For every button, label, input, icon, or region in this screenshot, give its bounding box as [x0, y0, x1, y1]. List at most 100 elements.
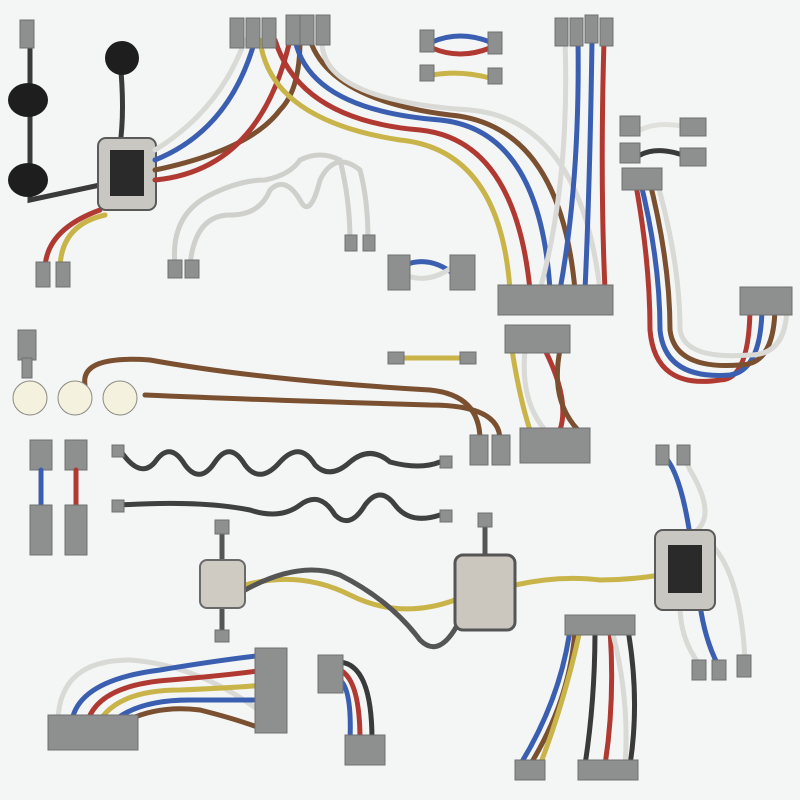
black-plug: [8, 163, 48, 197]
connector: [214, 629, 230, 643]
white-wire: [537, 37, 569, 293]
bottom-left-bundle: [47, 647, 288, 751]
connector: [691, 659, 707, 681]
middle-small-bundle: [504, 324, 591, 464]
connector: [387, 351, 405, 365]
black-wire: [337, 659, 375, 743]
top-connectors: [229, 14, 614, 49]
blue-wire: [69, 652, 268, 723]
red-wire: [272, 37, 533, 293]
brown-wire: [82, 356, 483, 443]
connector: [111, 499, 125, 513]
connector: [491, 434, 511, 466]
small-jumpers: [387, 29, 503, 365]
connector: [419, 64, 435, 82]
blue-wire: [557, 37, 581, 293]
red-wire: [599, 37, 608, 293]
connector: [477, 512, 493, 528]
junction-box-cover: [668, 545, 702, 593]
blue-wire: [112, 697, 268, 723]
connector: [439, 455, 453, 469]
connector: [245, 17, 261, 49]
yellow-wire: [97, 682, 268, 723]
red-wire: [429, 45, 493, 57]
top-left-junction-assembly: [8, 19, 157, 288]
connector: [584, 14, 599, 44]
black-plug: [8, 83, 48, 117]
right-u-bundle: [619, 115, 793, 384]
connector-block: [344, 734, 386, 766]
connector: [111, 444, 125, 458]
yellow-wire: [242, 576, 458, 612]
junction-chain: [199, 444, 752, 681]
brown-wire: [645, 172, 778, 369]
connector: [362, 234, 376, 252]
connector: [487, 31, 503, 55]
connector: [229, 17, 245, 49]
connector: [439, 509, 453, 523]
fuse-holder: [29, 504, 53, 556]
junction-box: [453, 553, 517, 632]
connector: [599, 17, 614, 47]
blue-wire: [637, 177, 765, 378]
bottom-middle-bundle: [317, 654, 386, 766]
connector: [19, 19, 35, 49]
black-plug: [105, 41, 139, 75]
brown-wire: [125, 706, 268, 733]
white-wire: [319, 37, 603, 293]
connector: [299, 14, 315, 46]
brown-wire: [554, 347, 581, 433]
lamp-assembly: [12, 329, 511, 466]
connector: [315, 14, 331, 46]
connector: [679, 117, 707, 137]
red-wire: [337, 667, 363, 743]
main-harness: [152, 14, 614, 316]
connector: [569, 17, 584, 47]
connector-block: [577, 759, 639, 781]
white-wire: [521, 347, 548, 433]
connector: [619, 142, 641, 164]
connector: [487, 67, 503, 85]
brown-wire: [152, 37, 303, 173]
fuse-cap: [29, 439, 53, 471]
connector-block: [519, 427, 591, 464]
blue-wire: [697, 602, 721, 668]
connector: [344, 234, 358, 252]
light-bulb: [57, 380, 93, 416]
bottom-connector-row: [497, 284, 614, 316]
connector: [261, 17, 277, 49]
black-wire: [242, 567, 463, 650]
connector-block: [504, 324, 571, 354]
white-wire: [677, 602, 703, 668]
yellow-wire: [512, 572, 663, 588]
lamp-socket: [21, 357, 33, 379]
white-wavy-wire: [187, 159, 371, 268]
blue-wire: [582, 37, 595, 293]
connector: [387, 254, 411, 291]
connector-block: [497, 284, 614, 316]
light-bulb: [102, 380, 138, 416]
fuse-holder: [64, 504, 88, 556]
blue-wire: [660, 452, 693, 538]
connector: [459, 351, 477, 365]
connector-block: [254, 647, 288, 734]
connector: [676, 444, 691, 466]
fuses: [29, 439, 88, 556]
red-wire: [85, 667, 268, 723]
connector: [621, 167, 663, 191]
connector: [619, 115, 641, 137]
junction-box: [199, 559, 246, 609]
white-wire: [55, 657, 268, 723]
brown-wire: [142, 392, 503, 443]
black-coiled-wire: [117, 492, 443, 524]
light-bulb: [12, 380, 48, 416]
connector-block: [739, 286, 793, 316]
connector: [419, 29, 435, 53]
connector: [35, 261, 51, 288]
red-wire: [152, 37, 293, 183]
black-coiled-wire: [117, 447, 443, 477]
fuse-cap: [64, 439, 88, 471]
connector: [214, 519, 230, 535]
yellow-wire: [429, 70, 493, 81]
